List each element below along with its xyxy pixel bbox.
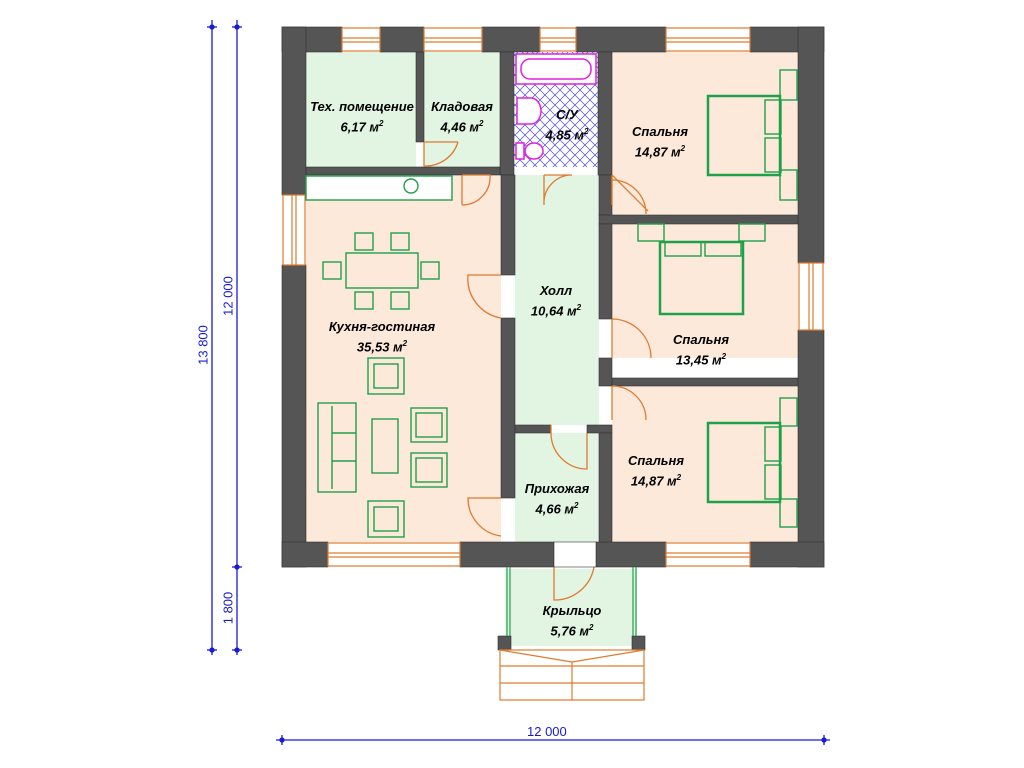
furniture <box>305 69 798 538</box>
room-label-bedroom-1: Спальня 14,87 м2 <box>632 123 688 160</box>
room-label-entry: Прихожая 4,66 м2 <box>525 480 590 517</box>
room-area: 6,17 м2 <box>340 119 384 135</box>
armchair <box>367 357 405 395</box>
washbasin <box>516 97 542 125</box>
bed <box>706 421 782 504</box>
room-name: Кладовая <box>431 99 493 114</box>
room-name: Прихожая <box>524 481 590 496</box>
room-label-wc: С/У 4,85 м2 <box>546 106 589 143</box>
room-area: 10,64 м2 <box>530 303 582 319</box>
room-label-bedroom-2: Спальня 13,45 м2 <box>673 331 729 368</box>
room-area: 4,66 м2 <box>535 501 579 517</box>
room-bed3-floor <box>612 386 798 542</box>
door-gaps <box>553 541 597 568</box>
room-porch-floor <box>505 569 637 646</box>
room-name: Крыльцо <box>542 603 602 618</box>
room-label-bedroom-3: Спальня 14,87 м2 <box>628 452 684 489</box>
room-area: 14,87 м2 <box>634 144 686 160</box>
room-name: Кухня-гостиная <box>328 319 436 334</box>
room-area: 4,46 м2 <box>440 119 484 135</box>
dimension-overall-height: 13 800 <box>195 325 211 365</box>
dining-table <box>345 252 419 289</box>
room-area: 4,85 м2 <box>545 127 589 143</box>
walls <box>281 26 825 651</box>
room-label-porch: Крыльцо 5,76 м2 <box>543 602 602 639</box>
sanitary-fixtures <box>515 53 597 160</box>
dimension-house-height: 12 000 <box>220 276 236 316</box>
dimension-width: 12 000 <box>527 724 567 739</box>
dimension-lines <box>207 20 830 745</box>
room-name: Спальня <box>627 453 685 468</box>
room-area: 13,45 м2 <box>675 352 727 368</box>
room-name: Спальня <box>672 332 730 347</box>
room-name: Холл <box>539 283 573 298</box>
room-name: Тех. помещение <box>310 99 414 114</box>
doors <box>423 141 652 601</box>
room-label-hall: Холл 10,64 м2 <box>531 282 581 319</box>
room-area: 5,76 м2 <box>550 623 594 639</box>
room-pantry-floor <box>424 52 500 167</box>
sink-icon <box>403 178 419 194</box>
sofa <box>317 402 357 493</box>
bed <box>706 94 782 177</box>
porch-steps <box>499 649 645 701</box>
room-label-pantry: Кладовая 4,46 м2 <box>431 98 493 135</box>
windows <box>282 27 824 636</box>
dimension-porch-depth: 1 800 <box>220 591 236 625</box>
kitchen-counter <box>305 175 453 201</box>
room-area: 35,53 м2 <box>356 339 408 355</box>
room-name: С/У <box>556 107 578 122</box>
room-tech-floor <box>306 52 416 167</box>
room-area: 14,87 м2 <box>630 473 682 489</box>
toilet <box>524 142 544 160</box>
room-entry-floor <box>515 433 599 542</box>
room-name: Спальня <box>631 124 689 139</box>
coffee-table <box>371 418 399 474</box>
room-hall-floor <box>515 175 599 425</box>
room-label-kitchen-living: Кухня-гостиная 35,53 м2 <box>329 318 435 355</box>
room-label-tech: Тех. помещение 6,17 м2 <box>310 98 414 135</box>
